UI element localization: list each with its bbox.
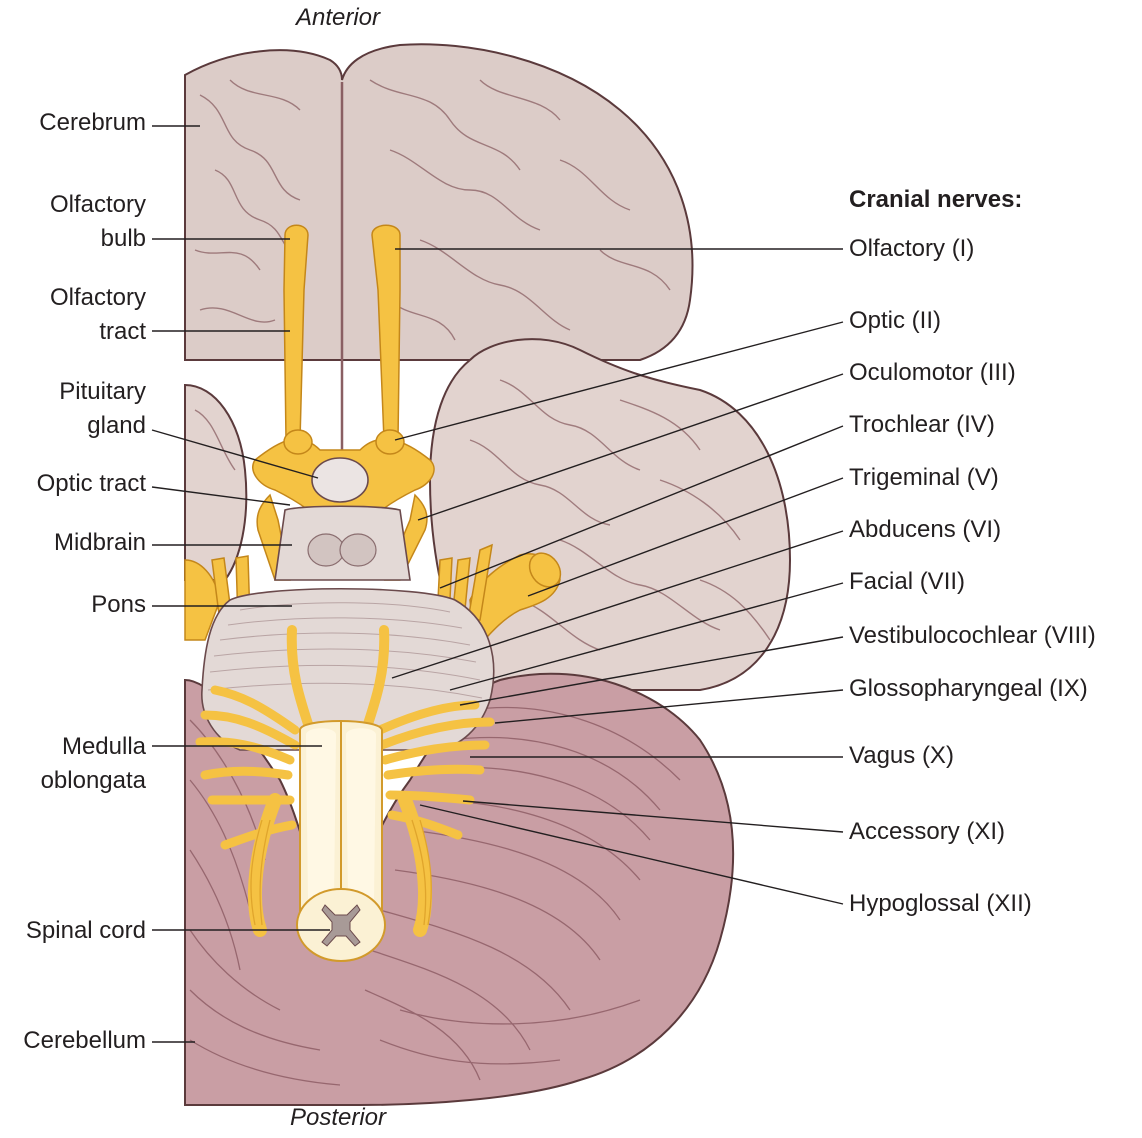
cerebrum — [184, 43, 694, 470]
temporal-lobe-left — [184, 383, 248, 581]
spinal-cord — [296, 888, 386, 962]
label-olfactory-bulb-2: bulb — [101, 225, 146, 252]
nerve-label-olfactory: Olfactory (I) — [849, 235, 974, 262]
left-leader-lines — [151, 125, 330, 1043]
label-medulla-2: oblongata — [41, 767, 147, 794]
label-medulla-1: Medulla — [62, 733, 147, 760]
nerve-label-vagus: Vagus (X) — [849, 742, 954, 769]
label-midbrain: Midbrain — [54, 529, 146, 556]
label-pituitary-2: gland — [87, 412, 146, 439]
right-leader-lines — [391, 248, 844, 905]
label-pituitary-1: Pituitary — [59, 378, 146, 405]
left-labels: Cerebrum Olfactory bulb Olfactory tract … — [23, 109, 146, 1054]
anterior-label: Anterior — [294, 4, 381, 31]
pituitary-gland — [311, 457, 369, 503]
nerve-label-accessory: Accessory (XI) — [849, 818, 1005, 845]
cranial-nerve-labels: Cranial nerves: Olfactory (I) Optic (II)… — [849, 186, 1096, 917]
label-spinal-cord: Spinal cord — [26, 917, 146, 944]
nerve-label-hypoglossal: Hypoglossal (XII) — [849, 890, 1032, 917]
label-optic-tract: Optic tract — [37, 470, 147, 497]
posterior-label: Posterior — [290, 1104, 387, 1131]
label-olfactory-tract-1: Olfactory — [50, 284, 146, 311]
brainstem-nerve-roots — [195, 625, 495, 937]
nerve-label-vestibulocochlear: Vestibulocochlear (VIII) — [849, 622, 1096, 649]
nerve-label-oculomotor: Oculomotor (III) — [849, 359, 1016, 386]
nerve-label-optic: Optic (II) — [849, 307, 941, 334]
nerve-label-trochlear: Trochlear (IV) — [849, 411, 995, 438]
nerve-label-facial: Facial (VII) — [849, 568, 965, 595]
label-pons: Pons — [91, 591, 146, 618]
label-olfactory-tract-2: tract — [99, 318, 146, 345]
label-cerebellum: Cerebellum — [23, 1027, 146, 1054]
label-cerebrum: Cerebrum — [39, 109, 146, 136]
label-olfactory-bulb-1: Olfactory — [50, 191, 146, 218]
medulla-oblongata — [299, 720, 383, 921]
cranial-nerves-heading: Cranial nerves: — [849, 186, 1022, 213]
nerve-label-glossopharyngeal: Glossopharyngeal (IX) — [849, 675, 1088, 702]
nerve-label-abducens: Abducens (VI) — [849, 516, 1001, 543]
midbrain — [274, 505, 411, 581]
nerve-label-trigeminal: Trigeminal (V) — [849, 464, 999, 491]
